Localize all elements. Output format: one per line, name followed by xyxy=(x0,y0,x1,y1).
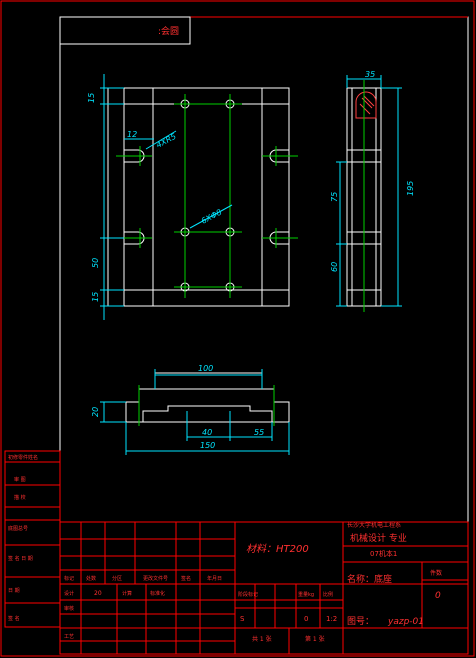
hdr-mark: 标记 xyxy=(64,575,74,582)
row-design-c3: 标准化 xyxy=(150,590,165,597)
stage-header-weight: 重量kg xyxy=(298,591,314,598)
row-design-c2: 计算 xyxy=(122,590,132,597)
dim-side-width: 35 xyxy=(365,70,375,79)
left-strip-row-4: 签 名 日 期 xyxy=(8,555,33,562)
stage-header-scale: 比例 xyxy=(323,591,333,598)
row-design-c1: 20 xyxy=(94,590,102,597)
left-strip-row-1: 审 图 xyxy=(14,476,26,483)
left-strip-row-3: 底图总号 xyxy=(8,525,28,532)
material-label: 材料：HT200 xyxy=(246,543,309,555)
left-strip-row-0: 初修零件姓名 xyxy=(8,454,38,461)
stage-value-mark: S xyxy=(240,615,245,623)
drawing-no-value: yazp-01 xyxy=(387,617,424,627)
dim-front-150: 150 xyxy=(200,441,215,450)
row-design-label: 设计 xyxy=(64,590,74,597)
count-value: 0 xyxy=(435,591,441,601)
plan-slots xyxy=(124,149,289,245)
school-name: 长沙大学机电工程系 xyxy=(347,521,401,529)
major-line: 机械设计 专业 xyxy=(350,532,407,544)
plan-dimensions xyxy=(100,74,233,320)
hdr-sign: 签名 xyxy=(181,575,191,582)
stage-header-mark: 阶段标记 xyxy=(238,591,258,598)
side-dimensions xyxy=(336,75,402,307)
left-strip-row-6: 签 名 xyxy=(8,615,20,622)
dim-plan-radius: 4XR5 xyxy=(155,132,178,150)
top-label-text: :会圆 xyxy=(158,25,179,37)
class-line: 07机本1 xyxy=(370,549,397,558)
left-strip-row-5: 日 期 xyxy=(8,588,20,594)
hdr-change-doc: 更改文件号 xyxy=(143,575,168,582)
front-view xyxy=(125,372,290,423)
dim-plan-holes: 6XΦ8 xyxy=(200,208,224,226)
row-review-label: 审核 xyxy=(64,605,74,612)
front-centerlines xyxy=(138,385,275,426)
count-label: 件数 xyxy=(430,569,442,577)
stage-value-weight: 0 xyxy=(304,615,308,623)
hdr-count: 处数 xyxy=(86,575,96,582)
front-dimensions xyxy=(100,369,290,455)
sheet-number: 第 1 张 xyxy=(305,635,325,643)
drawing-frame xyxy=(59,16,469,655)
stage-value-scale: 1:2 xyxy=(326,615,337,623)
title-block-grid xyxy=(59,521,469,655)
part-name: 名称：底座 xyxy=(347,573,392,585)
dim-front-100: 100 xyxy=(198,364,213,373)
dim-front-20: 20 xyxy=(91,407,100,417)
hdr-zone: 分区 xyxy=(112,575,122,582)
sheet-total: 共 1 张 xyxy=(252,635,272,643)
dim-side-75: 75 xyxy=(330,192,339,202)
row-process-label: 工艺 xyxy=(64,634,74,640)
dim-plan-15-bottom: 15 xyxy=(91,292,100,302)
left-strip-row-2: 描 校 xyxy=(14,494,26,501)
drawing-no-label: 图号： xyxy=(347,616,374,627)
dim-front-40: 40 xyxy=(202,428,212,437)
dim-plan-15: 15 xyxy=(87,93,96,103)
dim-plan-50: 50 xyxy=(91,258,100,268)
top-label-box xyxy=(59,16,191,45)
plan-centerlines xyxy=(116,94,298,298)
hdr-date: 年月日 xyxy=(207,575,222,582)
dim-side-60: 60 xyxy=(330,262,339,272)
plan-view xyxy=(107,87,290,307)
plan-holes xyxy=(180,99,235,292)
dim-front-55: 55 xyxy=(254,428,264,437)
dim-plan-slot-width: 12 xyxy=(127,130,137,139)
dim-side-height: 195 xyxy=(406,181,415,196)
